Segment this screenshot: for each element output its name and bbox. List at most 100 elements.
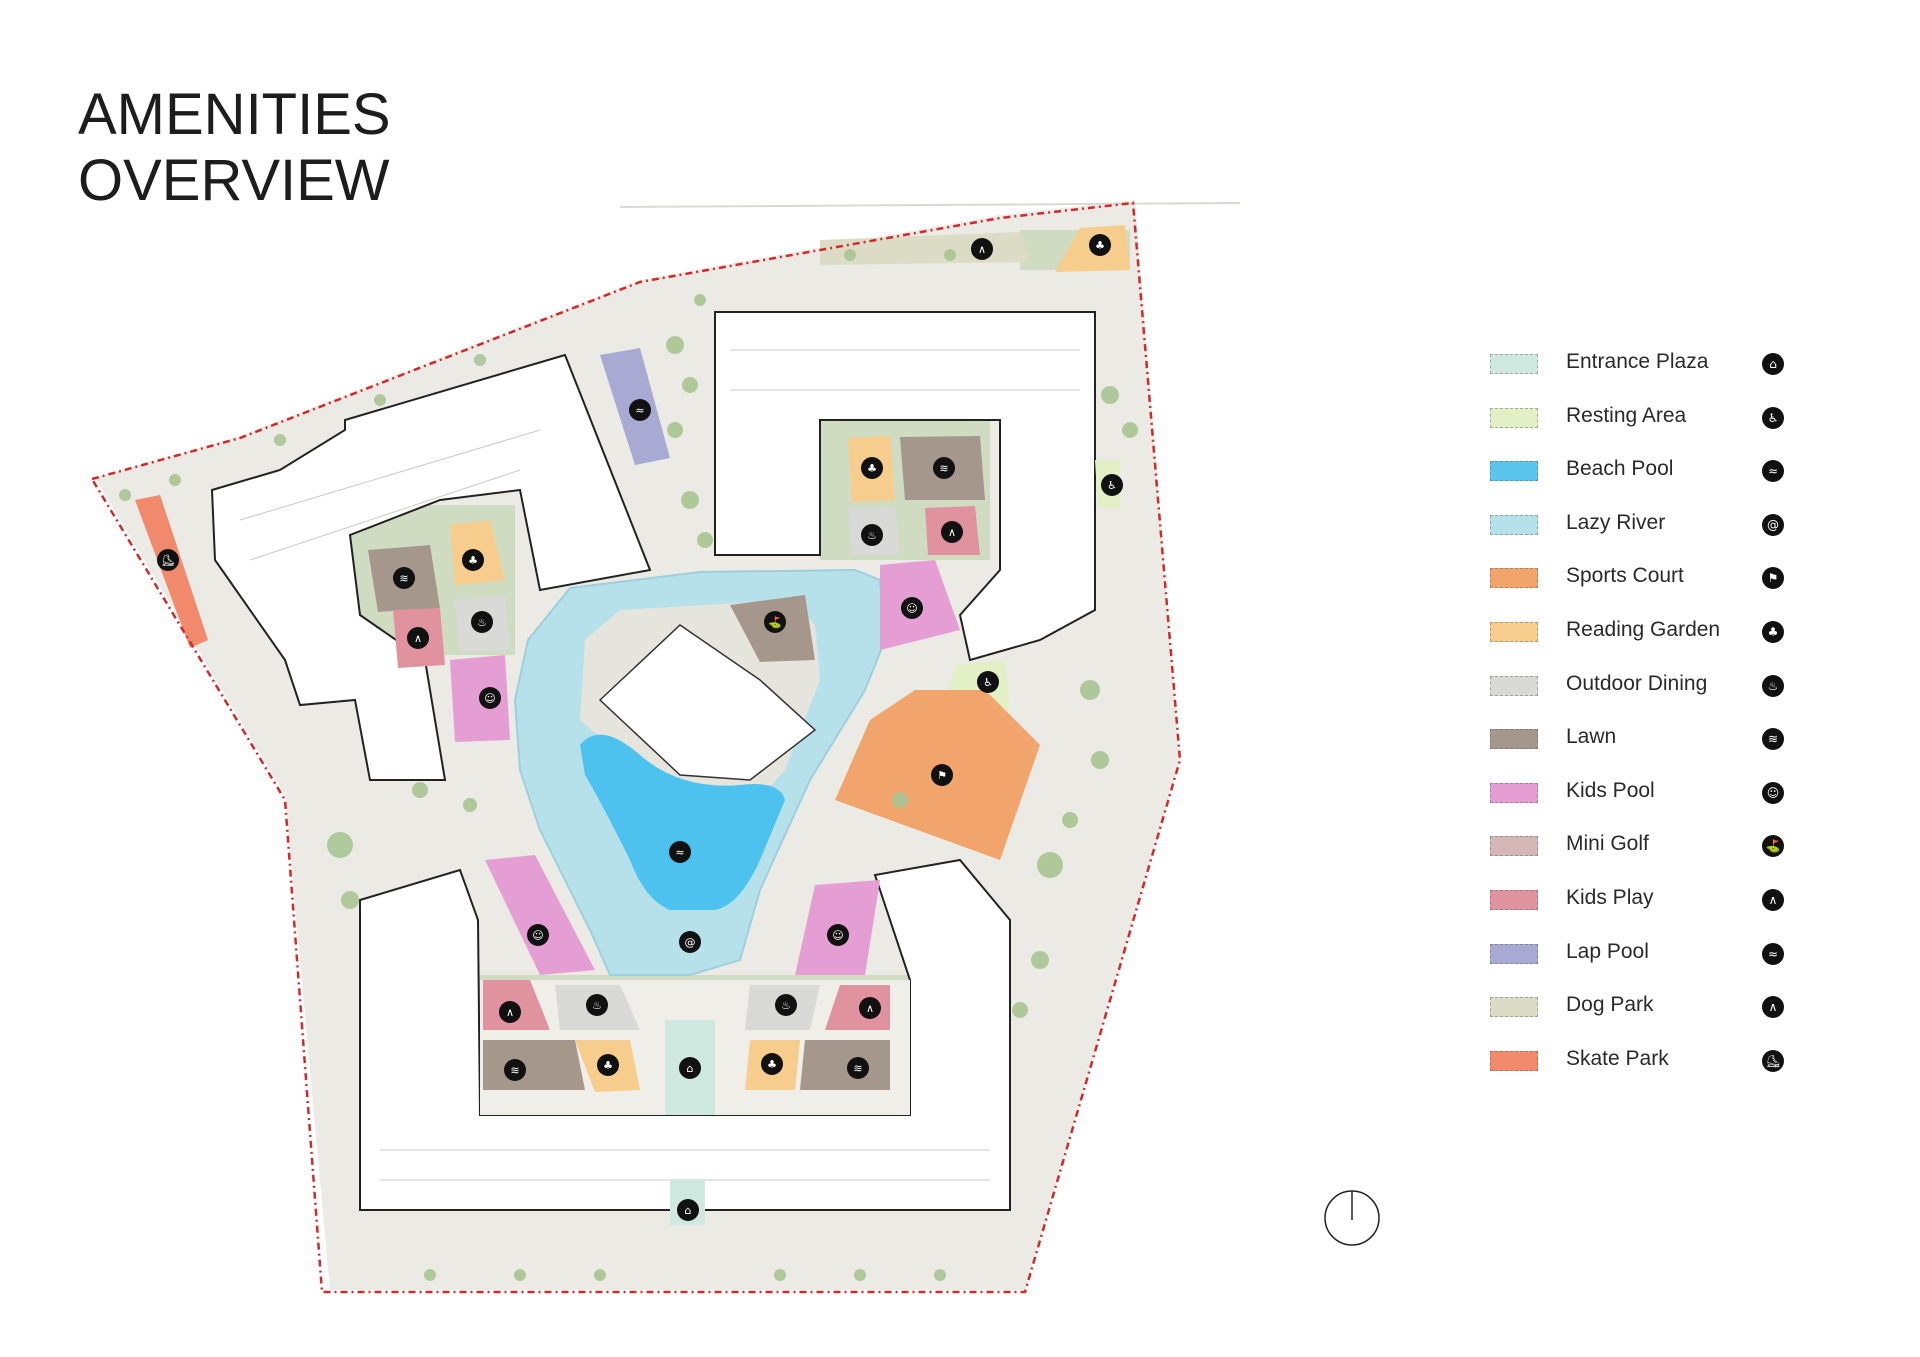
building-west: [210, 353, 652, 781]
svg-text:≈: ≈: [675, 846, 684, 859]
marker-lawn-se-icon: ≋: [847, 1057, 869, 1079]
svg-text:♨: ♨: [477, 616, 487, 629]
legend: Entrance Plaza⌂Resting Area♿Beach Pool≈L…: [1490, 344, 1790, 1094]
svg-text:☺: ☺: [532, 929, 543, 942]
amenity-zones: [135, 225, 1130, 1225]
marker-outdoor-dining-w-icon: ♨: [471, 611, 493, 633]
legend-item: Skate Park⛸: [1490, 1041, 1790, 1095]
svg-text:♣: ♣: [603, 1059, 613, 1072]
building-northeast: [714, 311, 1096, 662]
house-icon: ⌂: [1762, 353, 1784, 375]
page-title: AMENITIES OVERVIEW: [78, 82, 391, 214]
svg-text:☺: ☺: [906, 602, 917, 615]
legend-item: Kids Play∧: [1490, 880, 1790, 934]
svg-text:∧: ∧: [978, 243, 986, 256]
legend-swatch: [1490, 514, 1538, 535]
marker-kids-play-sw-icon: ∧: [499, 1001, 521, 1023]
svg-text:♣: ♣: [767, 1058, 777, 1071]
property-boundary: [90, 201, 1182, 1294]
legend-label: Beach Pool: [1566, 457, 1674, 481]
svg-text:♿: ♿: [1107, 479, 1117, 492]
svg-text:⛳: ⛳: [768, 616, 782, 629]
building-south: [359, 858, 1011, 1211]
marker-kids-play-ne-icon: ∧: [941, 521, 963, 543]
svg-text:♨: ♨: [592, 999, 602, 1012]
marker-kids-play-se-icon: ∧: [859, 997, 881, 1019]
marker-beach-pool-icon: ≈: [669, 841, 691, 863]
svg-text:≋: ≋: [399, 572, 408, 585]
marker-reading-garden-sw-icon: ♣: [597, 1054, 619, 1076]
legend-item: Entrance Plaza⌂: [1490, 344, 1790, 398]
legend-label: Lazy River: [1566, 510, 1666, 534]
marker-kids-play-w-icon: ∧: [407, 627, 429, 649]
svg-text:☺: ☺: [484, 692, 495, 705]
marker-kids-pool-se-icon: ☺: [827, 924, 849, 946]
marker-reading-garden-icon: ♣: [1089, 234, 1111, 256]
svg-text:⚑: ⚑: [937, 769, 947, 782]
legend-item: Sports Court⚑: [1490, 558, 1790, 612]
legend-label: Resting Area: [1566, 403, 1687, 427]
svg-text:∧: ∧: [948, 526, 956, 539]
beach-pool: [580, 734, 785, 910]
marker-outdoor-dining-se-icon: ♨: [775, 994, 797, 1016]
marker-reading-garden-se-icon: ♣: [761, 1053, 783, 1075]
marker-kids-pool-ne-icon: ☺: [901, 597, 923, 619]
legend-item: Kids Pool☺: [1490, 773, 1790, 827]
svg-text:⛸: ⛸: [161, 554, 175, 567]
dog-icon: ∧: [1762, 996, 1784, 1019]
svg-text:♨: ♨: [781, 999, 791, 1012]
marker-outdoor-dining-ne-icon: ♨: [861, 524, 883, 546]
trees-icon: ♣: [1762, 620, 1784, 643]
legend-swatch: [1490, 836, 1538, 857]
legend-item: Outdoor Dining♨: [1490, 666, 1790, 720]
north-arrow-icon: [1324, 1190, 1380, 1246]
legend-label: Dog Park: [1566, 993, 1654, 1017]
legend-swatch: [1490, 729, 1538, 750]
legend-swatch: [1490, 1050, 1538, 1071]
zone-lawn-se: [800, 1040, 890, 1090]
legend-label: Reading Garden: [1566, 617, 1721, 641]
legend-swatch: [1490, 997, 1538, 1018]
svg-text:♿: ♿: [983, 676, 993, 689]
marker-dog-park-icon: ∧: [971, 238, 993, 260]
svg-text:∧: ∧: [414, 632, 422, 645]
svg-text:≈: ≈: [635, 404, 644, 417]
marker-resting-area-icon: ♿: [1101, 474, 1123, 496]
golf-icon: ⛳: [1762, 835, 1784, 858]
svg-text:⌂: ⌂: [685, 1204, 692, 1217]
title-line-1: AMENITIES: [78, 82, 391, 147]
legend-swatch: [1490, 568, 1538, 589]
legend-swatch: [1490, 461, 1538, 482]
zone-kids-play-se: [825, 985, 890, 1030]
legend-label: Lawn: [1566, 725, 1617, 749]
marker-mini-golf-icon: ⛳: [764, 611, 786, 633]
amenity-markers: ⛸ ≈ ∧ ♣ ♿ ≋ ♣ ∧ ♨ ☺ ♣ ≋ ♨ ∧ ☺ ⛳ ♿ ⚑ ≈ @ …: [157, 234, 1123, 1221]
svg-text:∧: ∧: [866, 1002, 874, 1015]
legend-item: Lap Pool≈: [1490, 934, 1790, 988]
swim-icon: ≈: [1762, 460, 1784, 483]
legend-label: Skate Park: [1566, 1046, 1669, 1070]
svg-text:⌂: ⌂: [687, 1062, 694, 1075]
legend-swatch: [1490, 407, 1538, 428]
legend-label: Sports Court: [1566, 564, 1684, 588]
svg-text:≋: ≋: [853, 1062, 862, 1075]
marker-entrance-plaza-main-icon: ⌂: [677, 1199, 699, 1221]
marker-lawn-ne-icon: ≋: [933, 457, 955, 479]
legend-label: Outdoor Dining: [1566, 671, 1708, 695]
svg-text:∧: ∧: [506, 1006, 514, 1019]
clubhouse-building: [598, 624, 817, 781]
marker-lawn-sw-icon: ≋: [504, 1059, 526, 1081]
legend-label: Lap Pool: [1566, 939, 1649, 963]
zone-kids-pool-sw: [485, 855, 595, 975]
kids-pool-icon: ☺: [1762, 781, 1784, 804]
lawn-icon: ≋: [1762, 728, 1784, 751]
legend-item: Reading Garden ♣: [1490, 612, 1790, 666]
svg-text:♣: ♣: [867, 462, 877, 475]
zone-lawn-sw: [483, 1040, 585, 1090]
legend-swatch: [1490, 889, 1538, 910]
marker-lawn-w-icon: ≋: [393, 567, 415, 589]
marker-reading-garden-ne-icon: ♣: [861, 457, 883, 479]
marker-reading-garden-w-icon: ♣: [462, 549, 484, 571]
legend-swatch: [1490, 354, 1538, 374]
